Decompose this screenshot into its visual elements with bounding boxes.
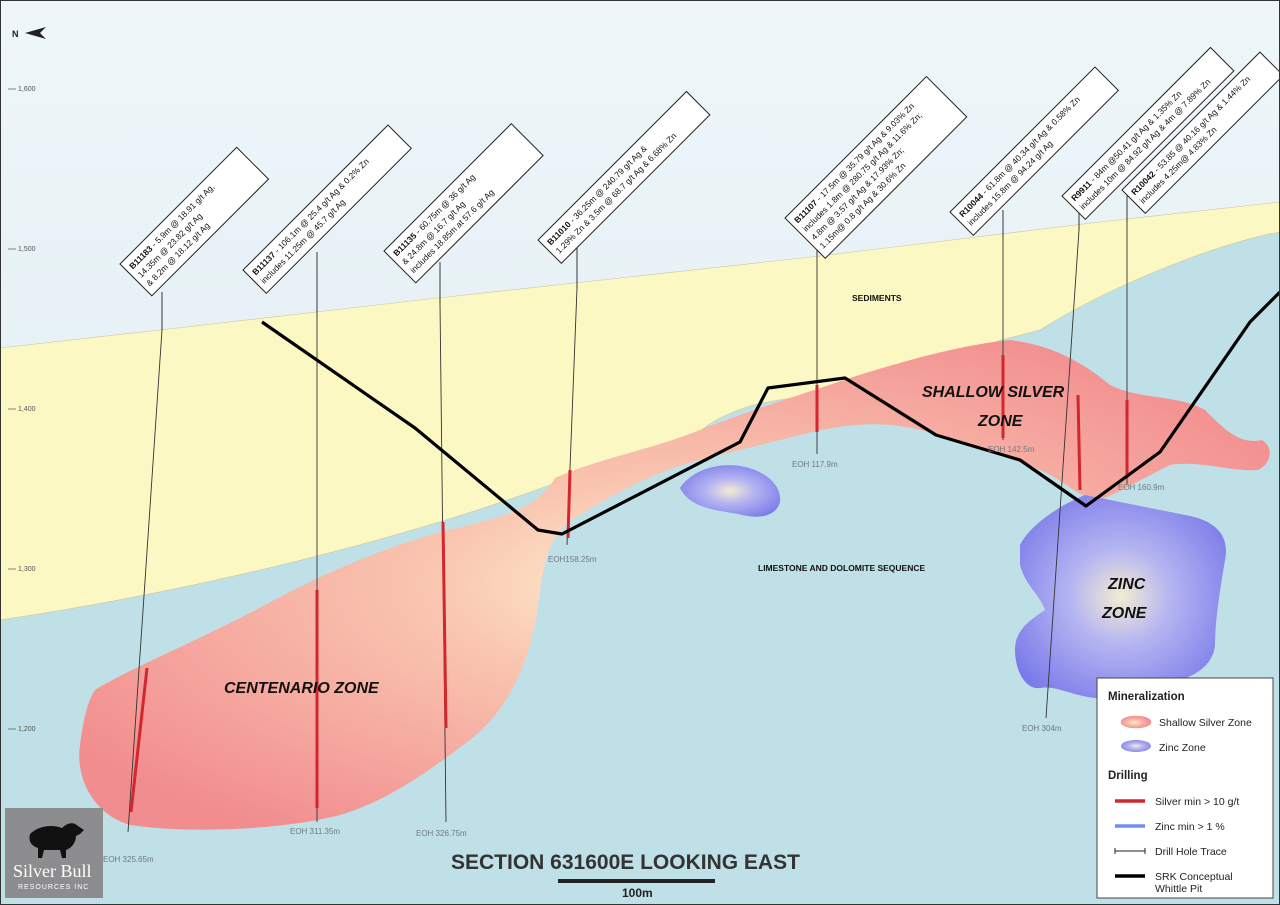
legend-zinc-label: Zinc Zone bbox=[1159, 742, 1206, 754]
legend-mineralization-title: Mineralization bbox=[1108, 691, 1185, 703]
logo-name: Silver Bull bbox=[13, 861, 92, 881]
legend-drill-trace-label: Drill Hole Trace bbox=[1155, 846, 1227, 858]
eoh-label-b11183: EOH 325.65m bbox=[103, 855, 154, 864]
legend: Mineralization Shallow Silver Zone Zinc … bbox=[1096, 677, 1274, 899]
drill-trace-b11183 bbox=[127, 329, 163, 833]
elevation-label-1600: 1,600 bbox=[18, 86, 36, 93]
eoh-label-b11107: EOH 117.9m bbox=[792, 460, 838, 469]
bull-icon bbox=[29, 823, 84, 858]
elevation-label-1400: 1,400 bbox=[18, 406, 36, 413]
centenario-zone-label: CENTENARIO ZONE bbox=[224, 680, 380, 697]
legend-swatch-shallow-silver bbox=[1120, 715, 1152, 729]
zinc-zone-label-2: ZONE bbox=[1101, 605, 1148, 622]
elevation-axis: 1,600 1,500 1,400 1,300 1,200 bbox=[8, 86, 36, 733]
logo-background bbox=[5, 808, 103, 898]
legend-swatch-zinc bbox=[1121, 740, 1151, 752]
scale-label: 100m bbox=[622, 886, 653, 900]
eoh-label-b11135: EOH 326.75m bbox=[416, 829, 467, 838]
eoh-label-r10042: EOH 160.9m bbox=[1118, 483, 1165, 492]
legend-pit-label-2: Whittle Pit bbox=[1155, 883, 1202, 895]
company-logo: Silver Bull RESOURCES INC bbox=[5, 808, 103, 898]
zinc-lens-small bbox=[680, 465, 781, 517]
drill-trace-r9911 bbox=[1045, 229, 1080, 719]
limestone-label: LIMESTONE AND DOLOMITE SEQUENCE bbox=[758, 563, 926, 573]
legend-zinc-min-label: Zinc min > 1 % bbox=[1155, 821, 1225, 833]
silver-interval-b11183 bbox=[129, 667, 149, 813]
zinc-mineralization-zone bbox=[1015, 495, 1226, 699]
section-title: SECTION 631600E LOOKING EAST bbox=[451, 851, 800, 874]
legend-silver-min-label: Silver min > 10 g/t bbox=[1155, 796, 1239, 808]
shallow-silver-zone-label-1: SHALLOW SILVER bbox=[922, 384, 1065, 401]
legend-drilling-title: Drilling bbox=[1108, 770, 1148, 782]
elevation-label-1300: 1,300 bbox=[18, 566, 36, 573]
eoh-label-r9911: EOH 304m bbox=[1022, 724, 1062, 733]
whittle-pit-outline bbox=[261, 290, 1280, 536]
silver-interval-b11010 bbox=[566, 469, 572, 539]
elevation-label-1500: 1,500 bbox=[18, 246, 36, 253]
elevation-label-1200: 1,200 bbox=[18, 726, 36, 733]
eoh-label-r10044: EOH 142.5m bbox=[988, 445, 1035, 454]
eoh-label-b11137: EOH 311.35m bbox=[290, 827, 340, 836]
north-label: N bbox=[12, 29, 19, 39]
scale-bar bbox=[558, 879, 715, 883]
eoh-labels: EOH 325.65m EOH 311.35m EOH 326.75m EOH1… bbox=[103, 445, 1165, 864]
legend-shallow-silver-label: Shallow Silver Zone bbox=[1159, 717, 1252, 729]
north-arrow-icon bbox=[25, 27, 46, 39]
eoh-label-b11010: EOH158.25m bbox=[548, 555, 597, 564]
sediments-label: SEDIMENTS bbox=[852, 293, 902, 303]
legend-pit-label-1: SRK Conceptual bbox=[1155, 871, 1233, 883]
legend-box bbox=[1096, 677, 1274, 899]
zinc-zone-label-1: ZINC bbox=[1107, 576, 1146, 593]
north-arrow: N bbox=[12, 27, 46, 39]
sediments-unit bbox=[0, 201, 1280, 621]
shallow-silver-zone-label-2: ZONE bbox=[977, 413, 1024, 430]
logo-subtitle: RESOURCES INC bbox=[18, 884, 89, 891]
silver-mineralization-zone bbox=[79, 340, 1270, 830]
silver-interval-r9911 bbox=[1076, 394, 1082, 491]
silver-interval-b11135 bbox=[441, 521, 448, 729]
silver-intervals bbox=[129, 355, 1129, 813]
